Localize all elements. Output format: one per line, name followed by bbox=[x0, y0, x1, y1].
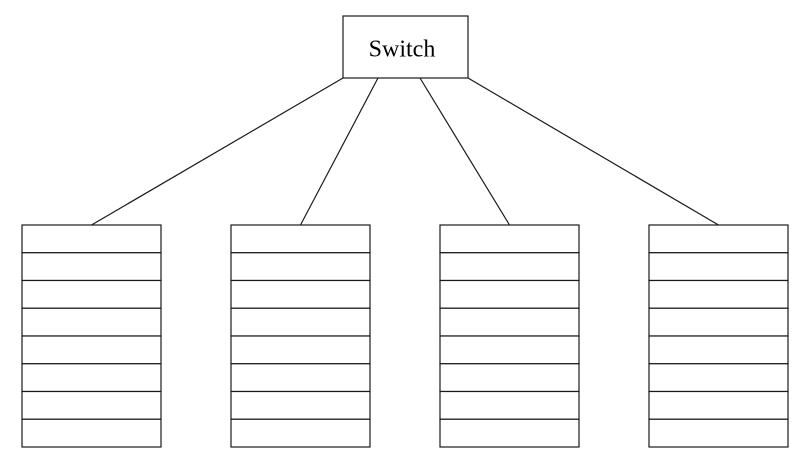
rack-slot bbox=[230, 363, 371, 393]
rack-slot bbox=[648, 307, 789, 337]
server-rack-3 bbox=[439, 224, 580, 448]
link-line-1 bbox=[91, 77, 344, 226]
switch-node: Switch bbox=[342, 15, 469, 79]
rack-slot bbox=[648, 418, 789, 448]
switch-box bbox=[342, 15, 469, 79]
rack-slot bbox=[648, 390, 789, 420]
rack-slot bbox=[230, 224, 371, 254]
rack-slot bbox=[21, 335, 162, 365]
server-rack-1 bbox=[21, 224, 162, 448]
link-line-2 bbox=[299, 77, 379, 226]
rack-slot bbox=[21, 363, 162, 393]
rack-slot bbox=[230, 279, 371, 309]
connection-links bbox=[91, 77, 719, 226]
rack-slot bbox=[230, 390, 371, 420]
rack-slot bbox=[230, 252, 371, 282]
link-line-3 bbox=[419, 77, 511, 226]
switch-label: Switch bbox=[369, 37, 436, 63]
rack-slot bbox=[439, 335, 580, 365]
rack-slot bbox=[439, 279, 580, 309]
rack-slot bbox=[439, 363, 580, 393]
rack-slot bbox=[230, 307, 371, 337]
rack-slot bbox=[648, 363, 789, 393]
rack-slot bbox=[21, 307, 162, 337]
rack-slot bbox=[21, 224, 162, 254]
rack-slot bbox=[230, 418, 371, 448]
rack-slot bbox=[648, 224, 789, 254]
rack-slot bbox=[648, 335, 789, 365]
server-rack-4 bbox=[648, 224, 789, 448]
rack-slot bbox=[230, 335, 371, 365]
rack-slot bbox=[21, 418, 162, 448]
link-line-4 bbox=[467, 77, 719, 226]
rack-slot bbox=[439, 224, 580, 254]
server-rack-2 bbox=[230, 224, 371, 448]
rack-slot bbox=[439, 390, 580, 420]
rack-slot bbox=[439, 307, 580, 337]
rack-slot bbox=[439, 418, 580, 448]
rack-slot bbox=[21, 252, 162, 282]
rack-slot bbox=[439, 252, 580, 282]
rack-slot bbox=[648, 252, 789, 282]
rack-slot bbox=[648, 279, 789, 309]
rack-slot bbox=[21, 390, 162, 420]
rack-slot bbox=[21, 279, 162, 309]
server-racks bbox=[21, 224, 789, 448]
